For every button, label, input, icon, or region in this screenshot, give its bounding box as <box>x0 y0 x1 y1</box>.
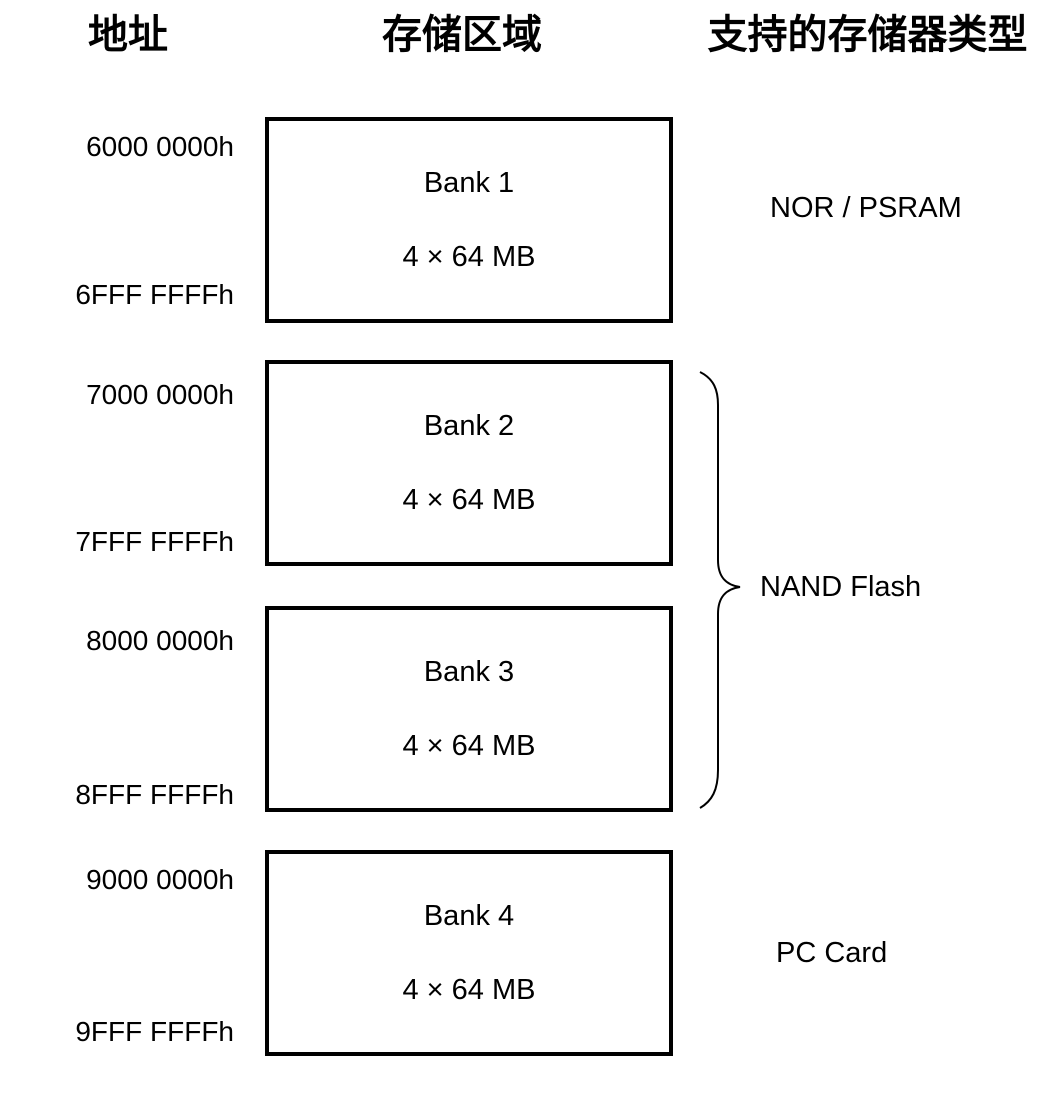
bank-4-box: Bank 4 4 × 64 MB <box>265 850 673 1056</box>
bank-2-box: Bank 2 4 × 64 MB <box>265 360 673 566</box>
bank3-end-address: 8FFF FFFFh <box>75 779 234 810</box>
bank4-end-address: 9FFF FFFFh <box>75 1016 234 1047</box>
bank-3-name: Bank 3 <box>423 656 515 688</box>
brace-path <box>699 371 741 809</box>
header-memory-type: 支持的存储器类型 <box>707 12 1028 58</box>
bank1-start-address: 6000 0000h <box>86 131 234 162</box>
bank-1-name: Bank 1 <box>423 167 515 199</box>
bank-4-size: 4 × 64 MB <box>402 974 536 1006</box>
bank2-end-address: 7FFF FFFFh <box>75 526 234 557</box>
memory-type-pc-card: PC Card <box>776 937 888 969</box>
bank4-start-address: 9000 0000h <box>86 864 234 895</box>
memory-type-nand-flash: NAND Flash <box>760 571 922 603</box>
bank3-start-address: 8000 0000h <box>86 625 234 656</box>
bank2-start-address: 7000 0000h <box>86 379 234 410</box>
bank-4-name: Bank 4 <box>423 900 515 932</box>
curly-brace-icon <box>699 371 741 809</box>
bank-1-size: 4 × 64 MB <box>402 241 536 273</box>
bank-2-size: 4 × 64 MB <box>402 484 536 516</box>
bank-1-box: Bank 1 4 × 64 MB <box>265 117 673 323</box>
bank-3-size: 4 × 64 MB <box>402 730 536 762</box>
bank-2-name: Bank 2 <box>423 410 515 442</box>
header-address: 地址 <box>88 12 168 58</box>
memory-type-nor-psram: NOR / PSRAM <box>770 192 962 224</box>
header-region: 存储区域 <box>382 12 542 58</box>
bank1-end-address: 6FFF FFFFh <box>75 279 234 310</box>
bank-3-box: Bank 3 4 × 64 MB <box>265 606 673 812</box>
